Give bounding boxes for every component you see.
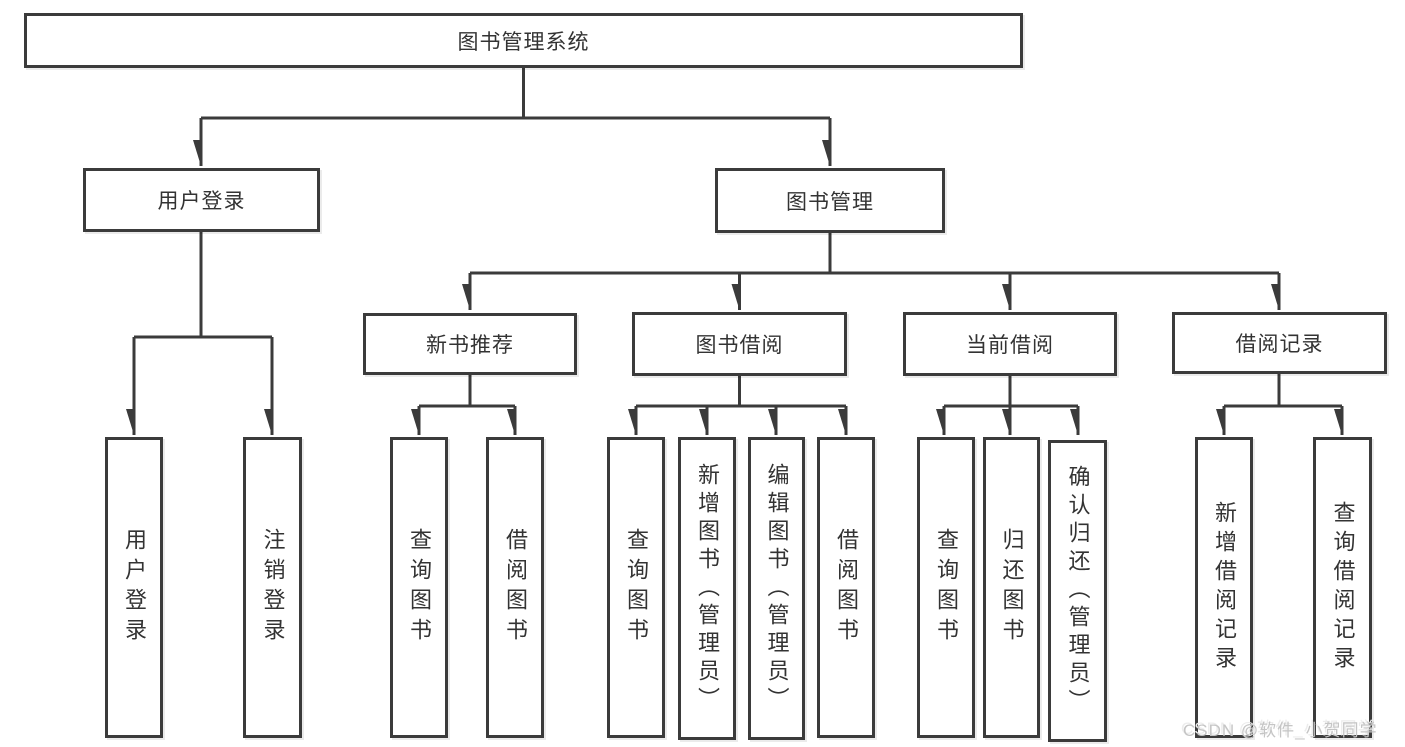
leaf-query-borrow-record: 查询借阅记录 [1313, 437, 1372, 738]
leaf-add-borrow-record: 新增借阅记录 [1195, 437, 1253, 738]
leaf-return-books: 归还图书 [983, 437, 1040, 738]
leaf-query-books-borrow: 查询图书 [607, 437, 665, 738]
watermark: CSDN @软件_小贺同学 [1183, 721, 1378, 740]
leaf-query-books-recommend: 查询图书 [390, 437, 448, 738]
node-root: 图书管理系统 [24, 13, 1023, 68]
node-book-management: 图书管理 [715, 168, 945, 233]
leaf-query-books-current: 查询图书 [917, 437, 975, 738]
leaf-confirm-return-admin: 确认归还（管理员） [1048, 440, 1107, 742]
leaf-user-login: 用户登录 [105, 437, 163, 738]
node-book-borrow: 图书借阅 [632, 312, 847, 376]
node-user-login: 用户登录 [83, 168, 320, 232]
node-new-book-recommend: 新书推荐 [363, 313, 577, 375]
leaf-edit-books-admin: 编辑图书（管理员） [748, 437, 805, 740]
leaf-borrow-books: 借阅图书 [817, 437, 875, 738]
leaf-logout: 注销登录 [243, 437, 302, 738]
node-borrow-records: 借阅记录 [1172, 312, 1387, 374]
leaf-borrow-books-recommend: 借阅图书 [486, 437, 544, 738]
node-current-borrow: 当前借阅 [903, 312, 1117, 376]
leaf-add-books-admin: 新增图书（管理员） [678, 437, 736, 740]
